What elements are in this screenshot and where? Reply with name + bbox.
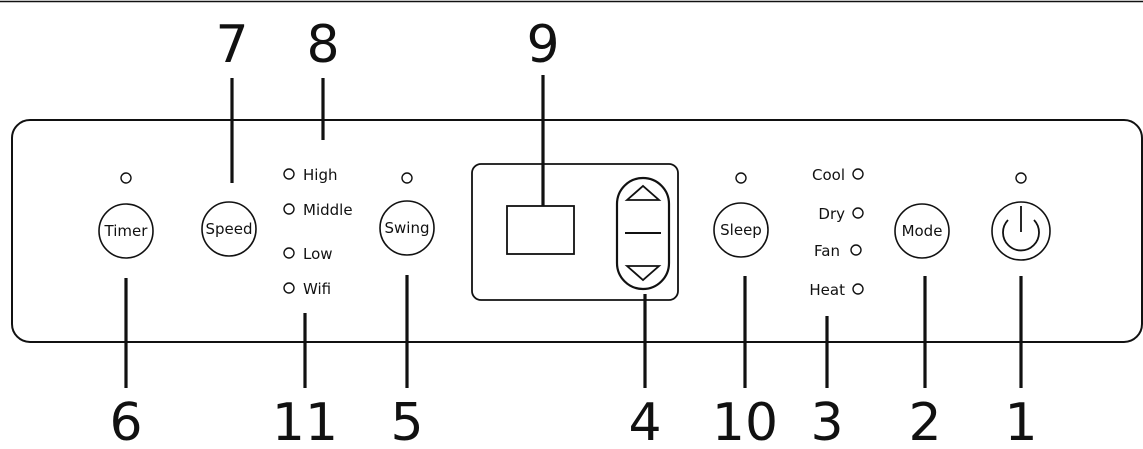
- callout-6: 6: [109, 393, 142, 449]
- callout-7: 7: [215, 15, 248, 75]
- mode-button[interactable]: Mode: [894, 203, 950, 259]
- dry-led: [852, 207, 864, 219]
- timer-button[interactable]: Timer: [98, 203, 154, 259]
- power-icon: [1002, 206, 1040, 252]
- swing-led: [401, 172, 413, 184]
- power-button[interactable]: [991, 201, 1051, 261]
- wifi-led: [283, 282, 295, 294]
- low-led: [283, 247, 295, 259]
- speed-button[interactable]: Speed: [201, 201, 257, 257]
- swing-button[interactable]: Swing: [379, 200, 435, 256]
- high-led: [283, 168, 295, 180]
- middle-led: [283, 203, 295, 215]
- fan-led: [850, 244, 862, 256]
- panel-outline: [11, 119, 1143, 343]
- speed-button-label: Speed: [205, 220, 252, 238]
- sleep-button-label: Sleep: [720, 221, 762, 239]
- sleep-led: [735, 172, 747, 184]
- callout-11: 11: [272, 393, 338, 449]
- cool-led: [852, 168, 864, 180]
- power-led: [1015, 172, 1027, 184]
- cool-indicator-label: Cool: [812, 166, 845, 184]
- swing-button-label: Swing: [385, 219, 430, 237]
- timer-led: [120, 172, 132, 184]
- callout-10: 10: [712, 393, 778, 449]
- display-screen: [506, 205, 575, 255]
- up-down-rocker[interactable]: [615, 176, 671, 291]
- low-indicator-label: Low: [303, 245, 333, 263]
- callout-5: 5: [390, 393, 423, 449]
- timer-button-label: Timer: [104, 222, 149, 240]
- up-arrow-icon[interactable]: [624, 184, 662, 201]
- callout-2: 2: [908, 393, 941, 449]
- mode-button-label: Mode: [902, 222, 943, 240]
- high-indicator-label: High: [303, 166, 337, 184]
- heat-led: [852, 283, 864, 295]
- callout-9: 9: [526, 15, 559, 75]
- callout-3: 3: [810, 393, 843, 449]
- down-arrow-icon[interactable]: [624, 265, 662, 282]
- callout-8: 8: [306, 15, 339, 75]
- dry-indicator-label: Dry: [818, 205, 845, 223]
- wifi-indicator-label: Wifi: [303, 280, 331, 298]
- callout-4: 4: [628, 393, 661, 449]
- heat-indicator-label: Heat: [809, 281, 845, 299]
- middle-indicator-label: Middle: [303, 201, 353, 219]
- display-panel: [471, 163, 679, 301]
- sleep-button[interactable]: Sleep: [713, 202, 769, 258]
- callout-1: 1: [1004, 393, 1037, 449]
- fan-indicator-label: Fan: [814, 242, 840, 260]
